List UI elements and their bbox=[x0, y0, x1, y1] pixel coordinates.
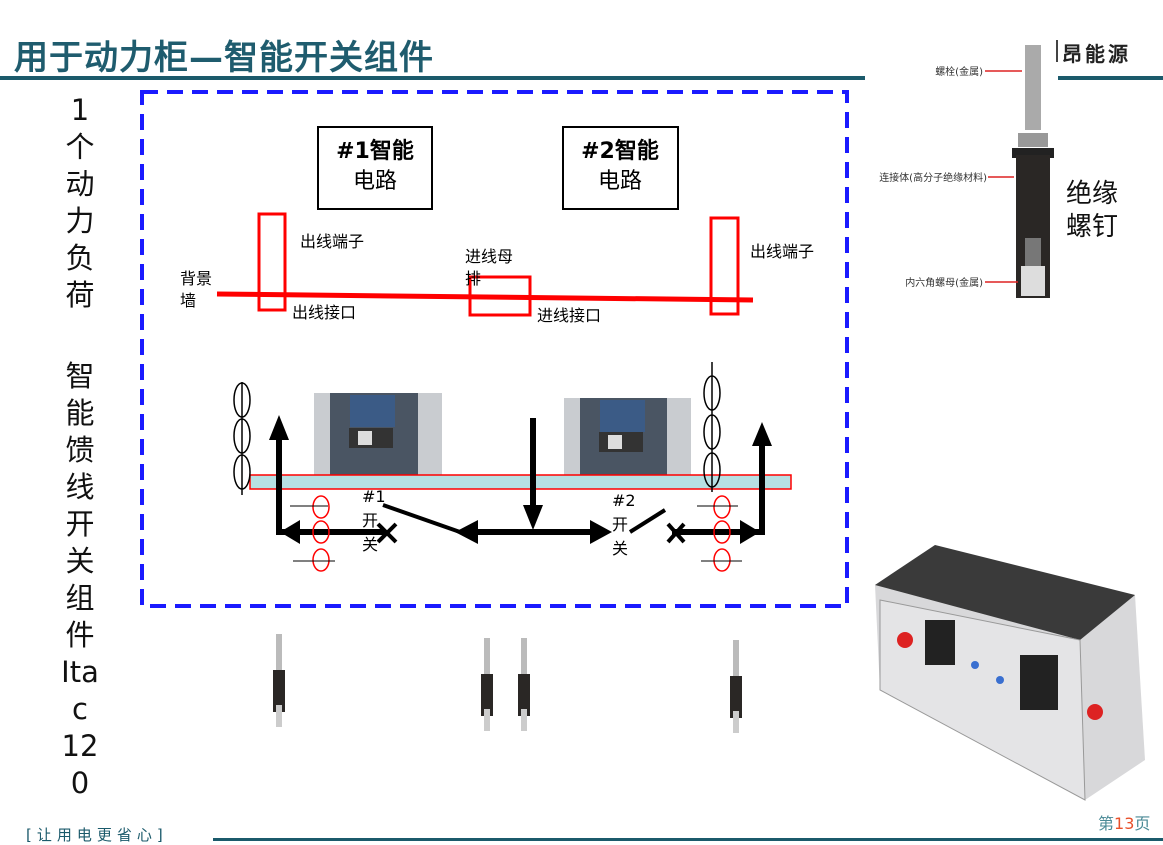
circuit-2-label: 电路 bbox=[598, 169, 642, 194]
caption-char: 1 bbox=[70, 93, 90, 127]
caption-char: 智 bbox=[65, 359, 95, 393]
caption-char: 个 bbox=[65, 130, 95, 164]
circuit-1-label: 电路 bbox=[353, 169, 397, 194]
switch-2-label: 关 bbox=[612, 539, 628, 558]
insulating-screw-image bbox=[518, 638, 530, 731]
ct-markers-right bbox=[713, 495, 731, 572]
insulating-screw-diagram: 螺栓(金属) 连接体(高分子绝缘材料) 内六角螺母(金属) bbox=[879, 45, 1054, 298]
bolt-title-line: 绝缘 bbox=[1066, 179, 1119, 209]
caption-char: Ita bbox=[61, 655, 99, 689]
marker-ticks bbox=[290, 505, 742, 562]
caption-char: 动 bbox=[65, 167, 95, 201]
body-part-label: 连接体(高分子绝缘材料) bbox=[879, 171, 987, 184]
busbar bbox=[249, 474, 792, 490]
inlet-interface-label: 进线接口 bbox=[537, 306, 601, 325]
circuit-1-box: #1智能 电路 bbox=[317, 126, 433, 210]
arrow-left-icon bbox=[455, 520, 478, 544]
arrow-up-icon bbox=[269, 415, 289, 440]
footer-divider bbox=[213, 838, 1163, 841]
bolt-title-line: 螺钉 bbox=[1066, 212, 1119, 242]
outlet-terminal-left bbox=[257, 212, 287, 312]
arrow-heads bbox=[269, 415, 772, 544]
arrow-left-icon bbox=[280, 520, 300, 544]
inlet-busbar-box bbox=[468, 275, 532, 317]
background-wall-label: 墙 bbox=[180, 291, 196, 310]
vertical-caption: 1 个 动 力 负 荷 智 能 馈 线 开 关 组 件 Ita c 12 0 bbox=[58, 92, 102, 802]
inlet-busbar-label: 进线母 bbox=[465, 247, 513, 266]
title-divider bbox=[0, 76, 865, 80]
switch-1-label: 开 bbox=[362, 511, 378, 530]
insulator-left bbox=[233, 382, 251, 495]
insulating-screw-image bbox=[481, 638, 493, 731]
open-contact-marks bbox=[376, 522, 686, 544]
page-number: 第13页 bbox=[1098, 810, 1150, 834]
switch-1-label: #1 bbox=[362, 487, 386, 506]
caption-char: 荷 bbox=[65, 278, 95, 312]
page-num: 13 bbox=[1114, 814, 1135, 833]
caption-char: 件 bbox=[65, 618, 95, 652]
switch-assembly-photo bbox=[875, 545, 1145, 801]
caption-char: 力 bbox=[65, 204, 95, 238]
background-wall-line bbox=[216, 291, 754, 303]
caption-char: 馈 bbox=[65, 433, 95, 467]
outlet-terminal-label: 出线端子 bbox=[750, 242, 814, 261]
current-flow-lines bbox=[276, 418, 765, 535]
insulating-screw-title: 绝缘 螺钉 bbox=[1066, 178, 1118, 244]
page-suffix: 页 bbox=[1134, 814, 1151, 833]
breaker-1-image bbox=[314, 393, 442, 475]
caption-char: 线 bbox=[65, 470, 95, 504]
inlet-busbar-label: 排 bbox=[465, 269, 481, 288]
outlet-terminal-label: 出线端子 bbox=[300, 232, 364, 251]
arrow-down-icon bbox=[523, 505, 543, 530]
caption-char: 开 bbox=[65, 507, 95, 541]
insulator-right bbox=[703, 362, 721, 492]
ct-markers-left bbox=[312, 495, 330, 572]
outlet-terminal-right bbox=[709, 216, 740, 316]
caption-char: 能 bbox=[65, 396, 95, 430]
circuit-2-box: #2智能 电路 bbox=[562, 126, 679, 210]
outlet-interface-label: 出线接口 bbox=[292, 303, 356, 322]
breaker-2-image bbox=[564, 398, 691, 477]
caption-char: 关 bbox=[65, 544, 95, 578]
slogan: [让用电更省心] bbox=[26, 826, 168, 844]
circuit-2-label: #2智能 bbox=[581, 138, 659, 164]
brand-divider bbox=[1056, 40, 1058, 62]
switch-2-label: 开 bbox=[612, 515, 628, 534]
caption-char: 负 bbox=[65, 241, 95, 275]
arrow-right-icon bbox=[740, 520, 760, 544]
nut-part-label: 内六角螺母(金属) bbox=[905, 276, 983, 289]
insulating-screw-image bbox=[730, 640, 742, 733]
circuit-1-label: #1智能 bbox=[336, 138, 414, 164]
insulating-screw-image bbox=[273, 634, 285, 727]
arrow-right-icon bbox=[590, 520, 612, 544]
switch-1-label: 关 bbox=[362, 535, 378, 554]
title-divider-right bbox=[1058, 76, 1163, 80]
slide-title: 用于动力柜—智能开关组件 bbox=[14, 38, 434, 78]
arrow-up-icon bbox=[752, 422, 772, 446]
brand-logo: 昂能源 bbox=[1062, 42, 1131, 66]
background-wall-label: 背景 bbox=[180, 269, 212, 288]
caption-char: 0 bbox=[70, 766, 90, 800]
bolt-part-label: 螺栓(金属) bbox=[935, 65, 983, 78]
caption-char: c bbox=[72, 692, 88, 726]
page-prefix: 第 bbox=[1098, 814, 1115, 833]
caption-char: 12 bbox=[61, 729, 99, 763]
dashed-frame bbox=[140, 90, 849, 608]
switch-2-label: #2 bbox=[612, 491, 636, 510]
caption-char: 组 bbox=[65, 581, 95, 615]
